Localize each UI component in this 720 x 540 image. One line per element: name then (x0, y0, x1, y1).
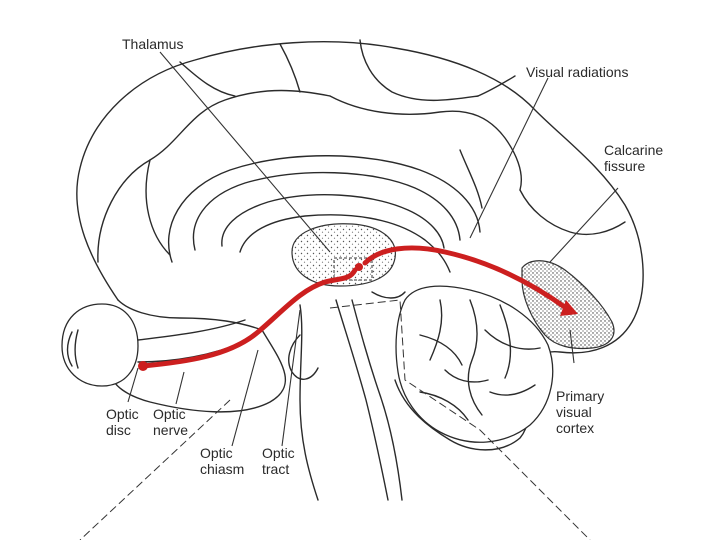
label-optic-tract: Optic tract (262, 445, 295, 477)
optic-nerve-sheath (137, 319, 246, 341)
corpus-callosum-inner (221, 194, 445, 249)
gyrus-line (97, 89, 331, 263)
label-line: tract (262, 461, 290, 477)
cerebellum-folia (499, 304, 512, 379)
aqueduct (335, 299, 389, 501)
projection-line (329, 299, 591, 540)
gyrus-line (359, 39, 479, 102)
label-calcarine-fissure: Calcarine fissure (604, 142, 663, 174)
label-optic-nerve: Optic nerve (153, 406, 188, 438)
label-line: Optic (262, 445, 295, 461)
eye-lens (74, 329, 79, 369)
gyrus-line (519, 189, 626, 236)
visual-pathway-prechiasm (140, 267, 358, 369)
visual-cortex-leader (569, 329, 575, 364)
label-optic-chiasm: Optic chiasm (200, 445, 244, 477)
label-line: Optic (153, 406, 186, 422)
cerebellum-folia (419, 334, 463, 366)
brainstem (299, 304, 319, 501)
visual-pathway-radiations (362, 245, 569, 311)
optic-chiasm-leader (231, 349, 259, 447)
optic-disc-leader (127, 367, 139, 403)
cerebellum-folia (444, 369, 489, 383)
label-visual-radiations-text: Visual radiations (526, 64, 629, 80)
label-line: Calcarine (604, 142, 664, 158)
gyrus-line (329, 95, 522, 191)
label-primary-visual-cortex: Primary visual cortex (556, 388, 604, 436)
cerebellum (395, 285, 554, 443)
label-visual-radiations: Visual radiations (526, 64, 628, 80)
gyrus-line (279, 43, 301, 93)
cerebellum-folia (467, 299, 483, 416)
brainstem (351, 299, 403, 501)
gyrus-line (179, 61, 236, 97)
thalamus-leader (159, 51, 331, 253)
label-line: Optic (106, 406, 139, 422)
label-optic-disc: Optic disc (106, 406, 139, 438)
label-thalamus-text: Thalamus (122, 36, 184, 52)
label-thalamus: Thalamus (122, 36, 183, 52)
label-line: fissure (604, 158, 646, 174)
gyrus-line (145, 159, 171, 256)
eyeball (61, 303, 139, 387)
label-line: visual (556, 404, 592, 420)
gyrus-line (477, 75, 516, 97)
label-line: chiasm (200, 461, 245, 477)
optic-nerve-leader (175, 371, 185, 405)
eye-lens (66, 331, 73, 367)
cerebellum-folia (429, 299, 443, 361)
label-line: Primary (556, 388, 605, 404)
pathway-arrowhead (560, 300, 578, 316)
midbrain-tectum (371, 291, 406, 299)
projection-line (79, 399, 231, 540)
frontal-base (117, 299, 263, 331)
label-line: Optic (200, 445, 233, 461)
pathway-lgn-dot (355, 263, 363, 271)
label-line: nerve (153, 422, 189, 438)
pathway-start-dot (138, 361, 148, 371)
visual-radiations-leader (469, 77, 549, 239)
label-line: disc (106, 422, 131, 438)
cerebellum-folia (484, 329, 541, 350)
label-line: cortex (556, 420, 595, 436)
optic-tract-leader (281, 309, 301, 447)
cerebrum-outline (76, 41, 644, 451)
temporal-lobe (109, 329, 287, 413)
corpus-callosum-outer (192, 171, 461, 251)
cingulate-gyrus (167, 155, 481, 263)
calcarine-leader (549, 187, 619, 263)
pons (288, 334, 319, 380)
gyrus-line (459, 149, 483, 209)
cerebellum-folia (489, 384, 536, 396)
